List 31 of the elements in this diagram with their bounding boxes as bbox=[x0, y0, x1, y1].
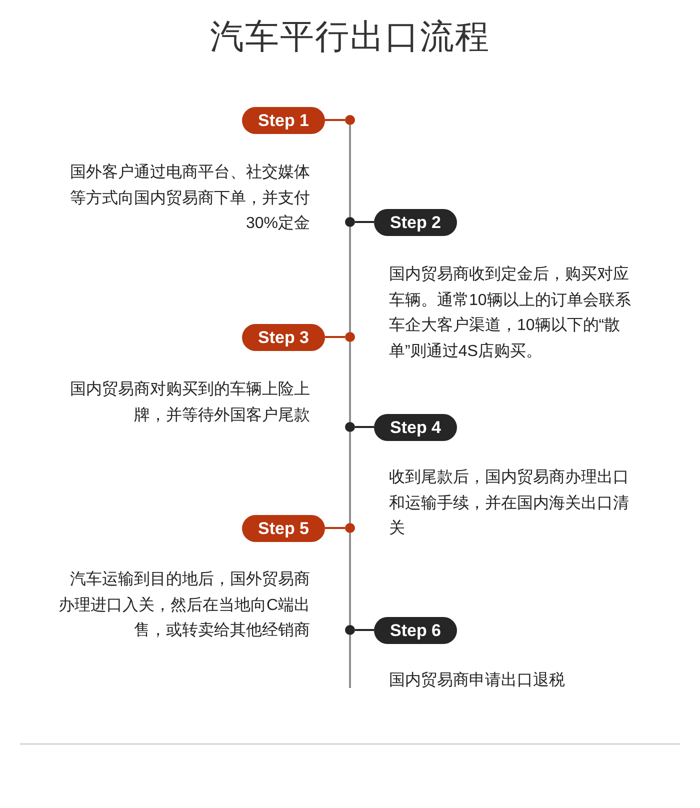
step-pill: Step 6 bbox=[374, 616, 457, 644]
connector-line bbox=[355, 426, 374, 428]
timeline-dot bbox=[345, 422, 355, 432]
timeline-dot bbox=[345, 332, 355, 342]
connector-line bbox=[355, 221, 374, 223]
step-pill: Step 2 bbox=[374, 208, 457, 236]
step-description: 国内贸易商收到定金后，购买对应车辆。通常10辆以上的订单会联系车企大客户渠道，10辆以下的“散单”则通过4S店购买。 bbox=[389, 264, 632, 362]
timeline-line bbox=[349, 227, 351, 332]
connector-line bbox=[325, 119, 345, 121]
connector-line bbox=[355, 629, 374, 631]
step-description: 国外客户通过电商平台、社交媒体等方式向国内贸易商下单，并支付30%定金 bbox=[69, 162, 310, 234]
step-pill: Step 5 bbox=[242, 514, 325, 542]
timeline-line bbox=[349, 342, 351, 422]
timeline-line bbox=[349, 635, 351, 688]
timeline-line bbox=[349, 533, 351, 625]
step-description: 国内贸易商对购买到的车辆上险上牌，并等待外国客户尾款 bbox=[69, 380, 310, 426]
timeline-dot bbox=[345, 523, 355, 533]
timeline-dot bbox=[345, 625, 355, 635]
step-pill: Step 4 bbox=[374, 414, 457, 440]
step-description: 汽车运输到目的地后，国外贸易商办理进口入关，然后在当地向C端出售，或转卖给其他经销商 bbox=[57, 570, 310, 641]
connector-line bbox=[325, 527, 345, 529]
step-pill: Step 3 bbox=[242, 324, 325, 350]
title: 汽车平行出口流程 bbox=[209, 17, 491, 58]
step-description: 国内贸易商申请出口退税 bbox=[389, 670, 565, 691]
timeline-line bbox=[349, 125, 351, 217]
step-pill: Step 1 bbox=[242, 106, 325, 134]
step-description: 收到尾款后，国内贸易商办理出口和运输手续，并在国内海关出口清关 bbox=[389, 468, 630, 539]
timeline-dot bbox=[345, 115, 355, 125]
timeline-dot bbox=[345, 217, 355, 227]
connector-line bbox=[325, 336, 345, 338]
timeline-line bbox=[349, 432, 351, 523]
